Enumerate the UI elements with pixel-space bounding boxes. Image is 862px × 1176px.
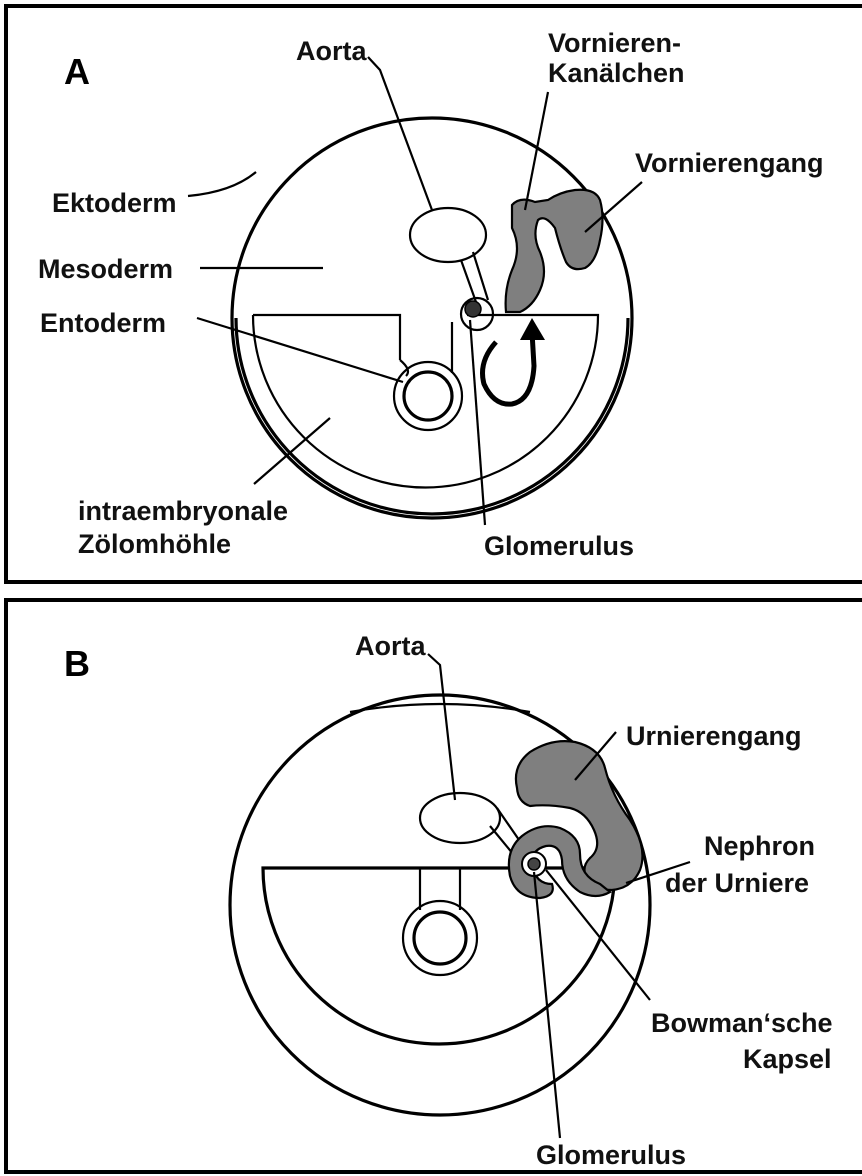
panel-b-letter: B <box>64 643 90 684</box>
panel-a-label-glomerulus: Glomerulus <box>484 531 634 561</box>
panel-a-label-vornierengang: Vornierengang <box>635 148 824 178</box>
panel-b-label-bowman-1: Bowman‘sche <box>651 1008 833 1038</box>
panel-a-label-aorta: Aorta <box>296 36 367 66</box>
panel-b-aorta-leader <box>428 654 455 800</box>
panel-a-glomerulus-leader <box>470 320 485 525</box>
panel-b-label-nephron-2: der Urniere <box>665 868 809 898</box>
panel-a-embryo-outline <box>232 118 632 518</box>
panel-b-glomerulus-leader <box>534 872 560 1138</box>
panel-b-label-aorta: Aorta <box>355 631 426 661</box>
panel-a: A Aorta Vornieren- Kanälchen <box>6 6 862 582</box>
panel-a-vornierengang <box>506 190 603 312</box>
panel-a-label-ektoderm: Ektoderm <box>52 188 177 218</box>
panel-b-label-nephron-1: Nephron <box>704 831 815 861</box>
panel-a-arrow <box>483 332 535 404</box>
panel-b-aorta <box>420 793 500 843</box>
panel-a-gut-inner <box>404 372 452 420</box>
panel-b-coelom-outer <box>263 868 615 1044</box>
panel-a-label-zoelom-1: intraembryonale <box>78 496 288 526</box>
panel-a-arrow-head <box>520 318 545 340</box>
panel-a-label-entoderm: Entoderm <box>40 308 166 338</box>
panel-a-label-mesoderm: Mesoderm <box>38 254 173 284</box>
panel-a-ektoderm-leader <box>188 172 256 196</box>
panel-b: B Aorta Urnierengang Nephron der Urniere <box>6 600 862 1172</box>
panel-a-glomerulus <box>465 301 481 317</box>
panel-b-label-glomerulus: Glomerulus <box>536 1140 686 1170</box>
panel-b-label-bowman-2: Kapsel <box>743 1044 832 1074</box>
panel-a-aorta-leader <box>368 57 432 210</box>
panel-a-entoderm-leader <box>197 318 403 382</box>
panel-b-gut-inner <box>414 912 466 964</box>
panel-a-label-kanaelchen-2: Kanälchen <box>548 58 685 88</box>
panel-b-label-urnierengang: Urnierengang <box>626 721 802 751</box>
panel-a-coelom-wall <box>253 315 598 488</box>
panel-a-letter: A <box>64 51 90 92</box>
panel-a-label-zoelom-2: Zölomhöhle <box>78 529 231 559</box>
panel-a-label-kanaelchen-1: Vornieren- <box>548 28 681 58</box>
panel-b-glomerulus <box>528 858 540 870</box>
